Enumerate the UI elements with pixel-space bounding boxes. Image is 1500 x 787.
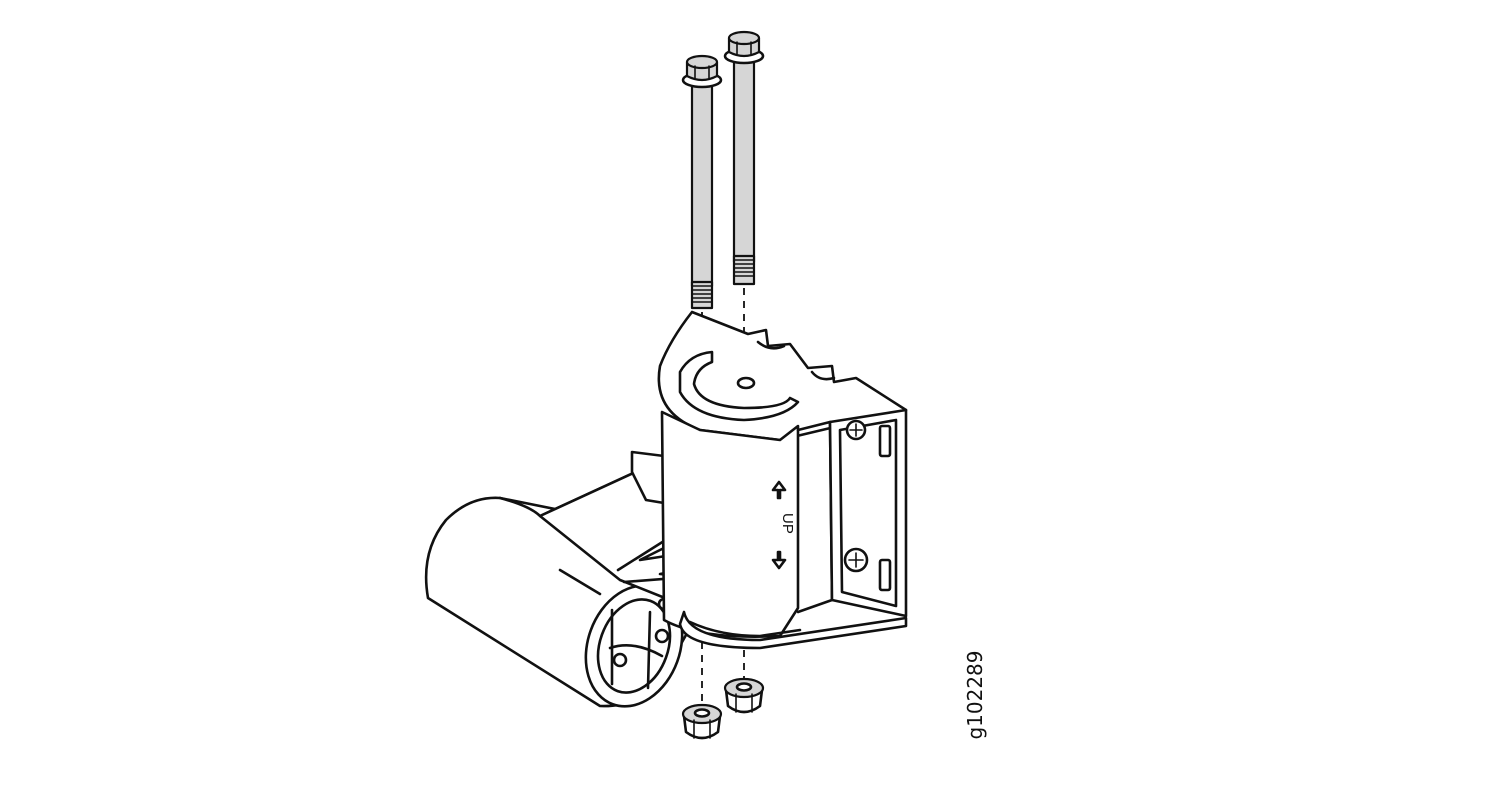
bracket-top-plate <box>657 310 908 442</box>
bolt-right-hex-head <box>723 30 765 65</box>
bolt-left-hex-head <box>681 54 723 89</box>
bolt-right <box>723 30 765 286</box>
figure-id-label: g102289 <box>963 650 987 740</box>
up-label: UP <box>779 513 796 534</box>
nut-left <box>681 703 723 740</box>
pole-clamp <box>424 468 702 708</box>
arrow-up-icon <box>771 480 787 500</box>
bracket-body <box>660 408 908 650</box>
bolt-right-thread <box>732 254 756 286</box>
bolt-left-thread <box>690 280 714 310</box>
orientation-marking: UP <box>771 480 796 570</box>
nut-right <box>723 677 765 714</box>
arrow-down-icon <box>771 550 787 570</box>
bolt-left <box>681 54 723 310</box>
